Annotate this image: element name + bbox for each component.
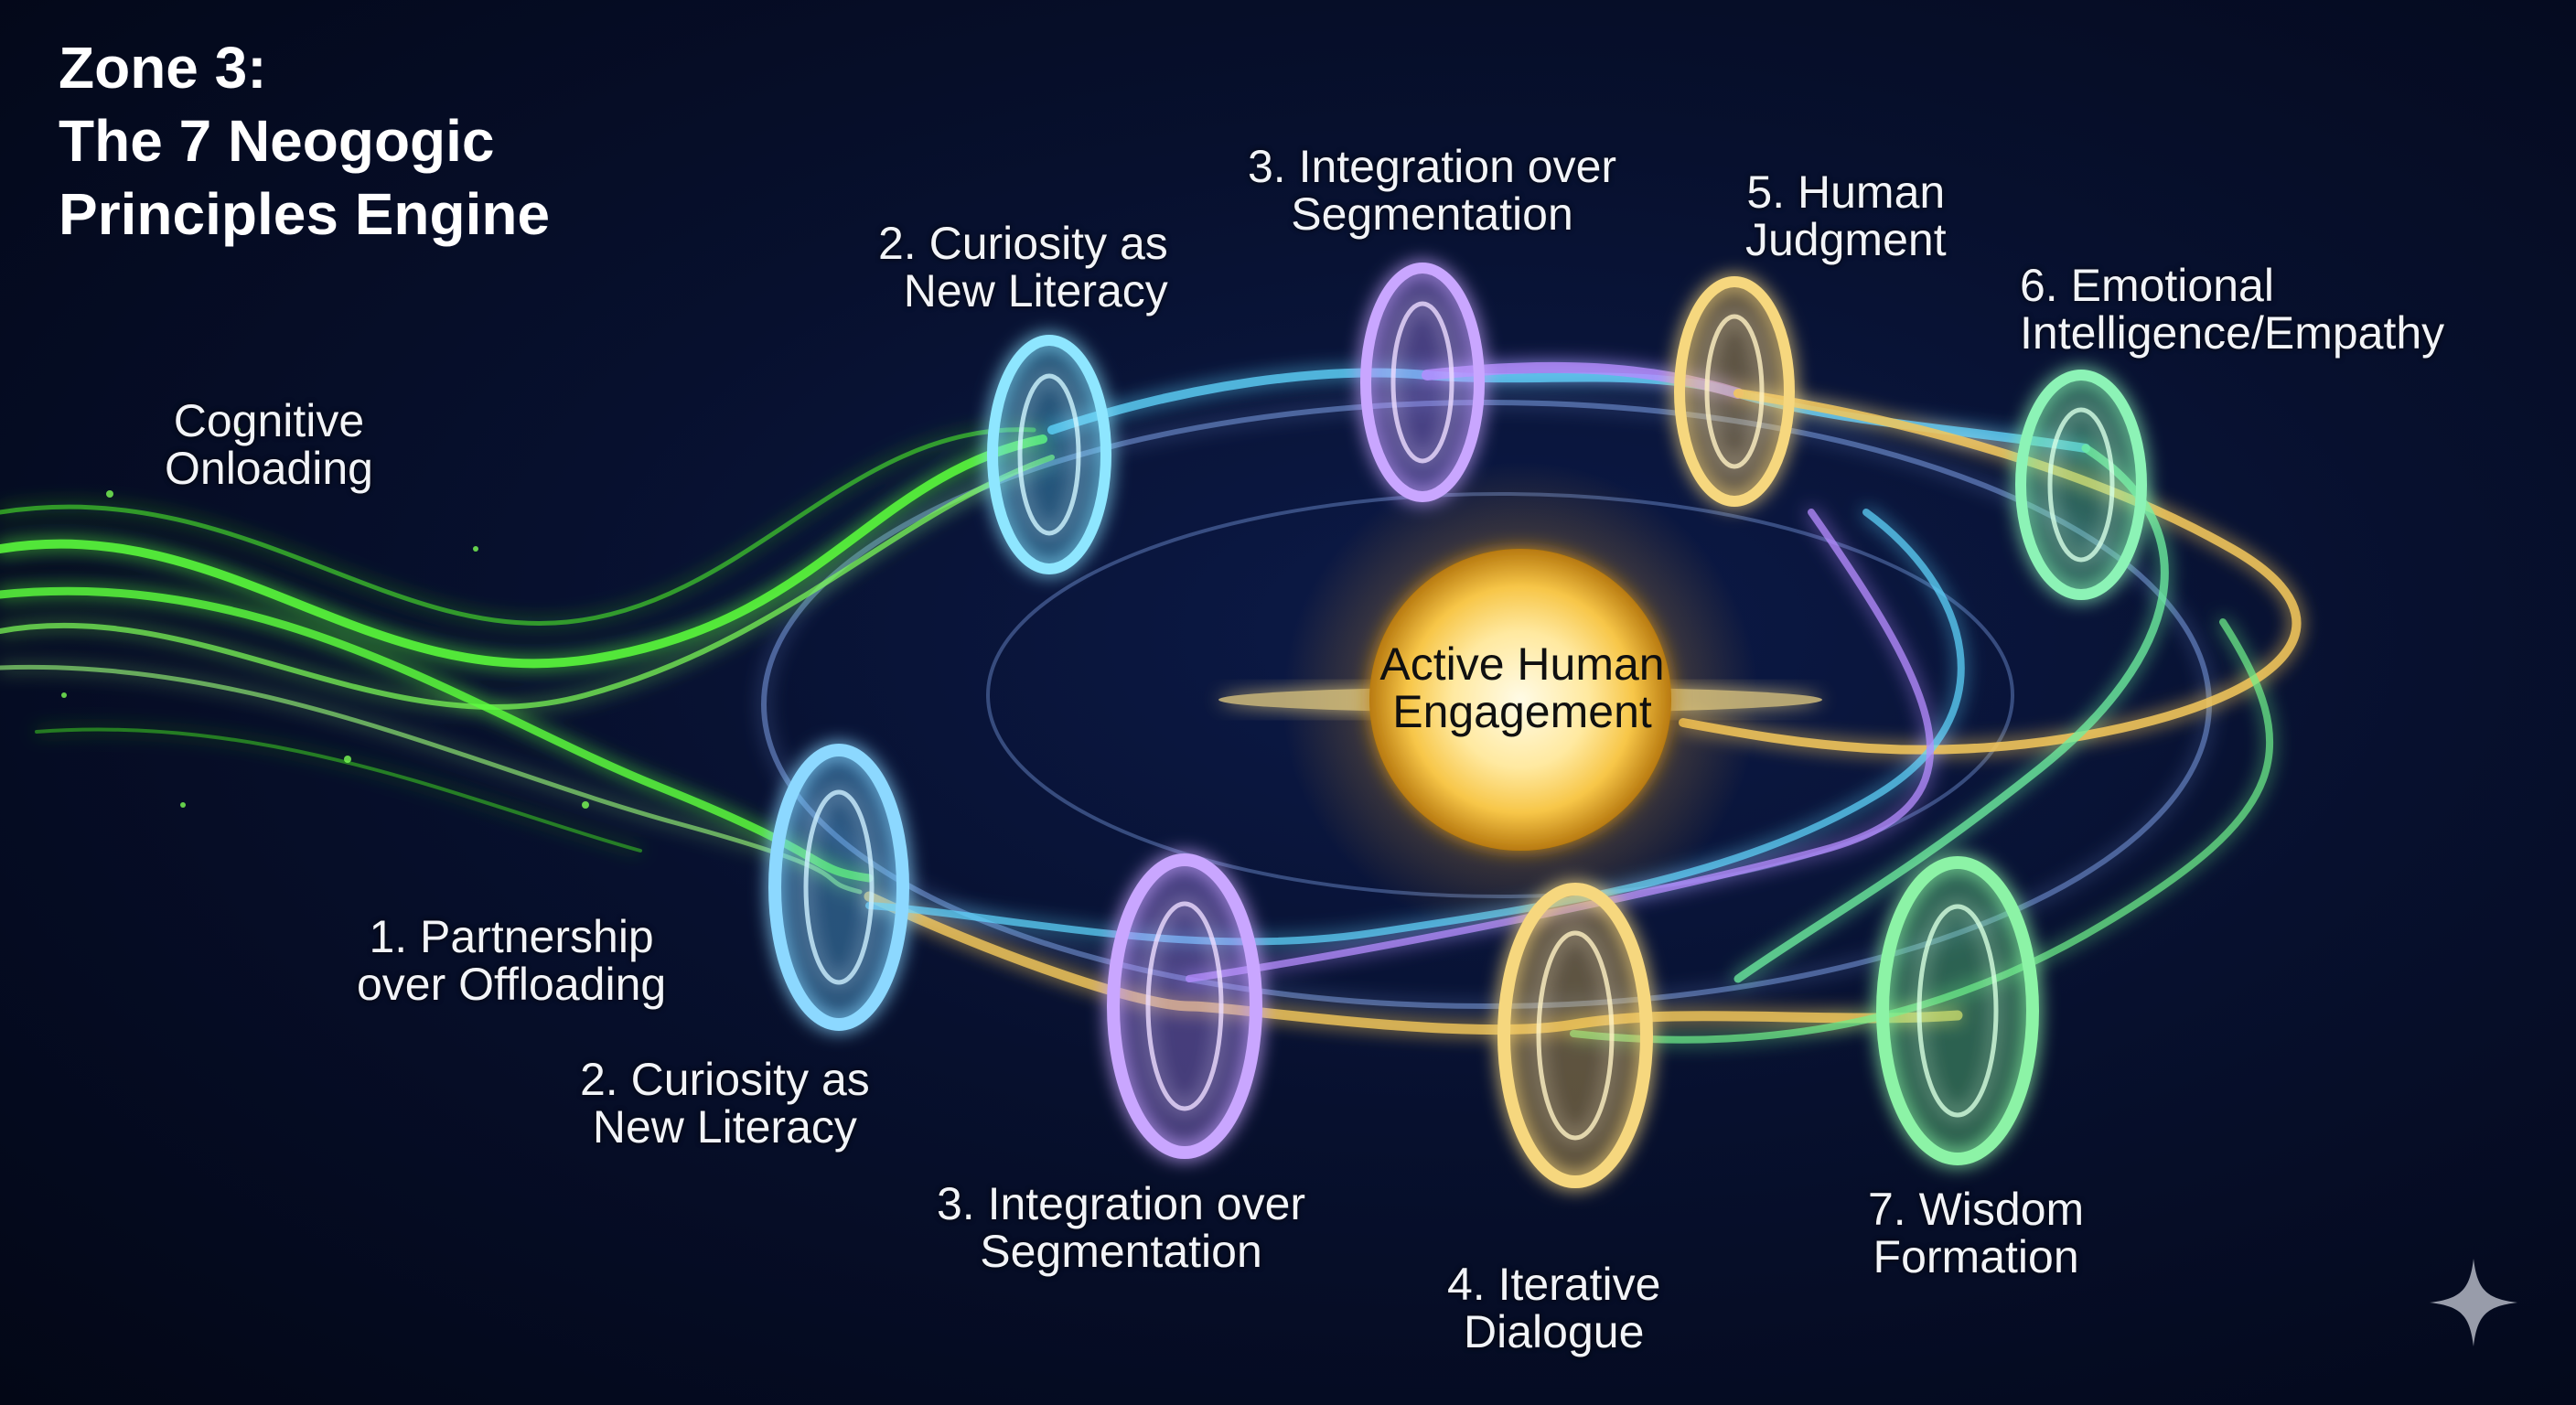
core-active-human-engagement (1218, 462, 1822, 938)
stream-strand (0, 455, 1055, 710)
ring-integration-lower (1107, 853, 1262, 1159)
label-line: 2. Curiosity as (580, 1054, 870, 1105)
label-line: over Offloading (357, 959, 667, 1010)
stream-strand (35, 727, 642, 853)
title-line: Zone 3: (59, 35, 267, 101)
label-integration-upper: 3. Integration over Segmentation (1248, 143, 1616, 238)
label-line: New Literacy (592, 1101, 857, 1153)
upper-rings (987, 263, 2147, 600)
label-line: Segmentation (980, 1226, 1262, 1277)
label-line: Formation (1873, 1231, 2079, 1282)
stream-strand (1679, 389, 2302, 755)
label-line: Intelligence/Empathy (2020, 307, 2445, 359)
label-integration-lower: 3. Integration over Segmentation (937, 1180, 1305, 1275)
ring-integration-upper (1360, 263, 1485, 502)
label-line: New Literacy (903, 265, 1168, 316)
label-partnership: 1. Partnership over Offloading (357, 913, 666, 1008)
particle (582, 801, 589, 809)
label-line: Dialogue (1464, 1306, 1645, 1357)
particle (180, 802, 186, 808)
label-line: Cognitive (173, 395, 365, 446)
particle (344, 756, 351, 763)
lower-rings (768, 744, 2039, 1188)
label-line: Segmentation (1291, 188, 1573, 240)
title-line: The 7 Neogogic (59, 108, 495, 174)
label-line: 5. Human (1746, 166, 1946, 218)
stream-strand (1570, 618, 2274, 1044)
label-emotional-intelligence: 6. Emotional Intelligence/Empathy (2020, 262, 2444, 357)
stream-strand (0, 434, 1047, 669)
label-line: 1. Partnership (369, 911, 654, 962)
particle (473, 546, 478, 552)
label-line: 3. Integration over (1248, 141, 1617, 192)
ring-human-judgment (1674, 276, 1795, 507)
label-line: 4. Iterative (1447, 1259, 1661, 1310)
label-curiosity-lower: 2. Curiosity as New Literacy (580, 1056, 870, 1151)
label-line: 6. Emotional (2020, 260, 2274, 311)
particle (61, 692, 67, 698)
title-line: Principles Engine (59, 181, 551, 247)
ring-curiosity-upper (987, 335, 1111, 574)
ring-partnership (768, 744, 909, 1031)
core-label: Active Human Engagement (1321, 640, 1723, 735)
label-cognitive-onloading: Cognitive Onloading (165, 397, 373, 492)
core-label-line: Active Human (1379, 638, 1665, 690)
label-human-judgment: 5. Human Judgment (1745, 168, 1947, 263)
sparkle-icon (2430, 1259, 2517, 1346)
core-label-line: Engagement (1392, 686, 1652, 737)
label-line: Onloading (165, 443, 373, 494)
particle (235, 427, 241, 433)
stream-strand (864, 891, 1963, 1035)
label-wisdom-formation: 7. Wisdom Formation (1868, 1185, 2084, 1281)
label-line: 3. Integration over (937, 1178, 1306, 1229)
page-title: Zone 3: The 7 Neogogic Principles Engine (59, 31, 550, 251)
label-line: Judgment (1745, 214, 1947, 265)
core-orb (1369, 549, 1671, 851)
green-particles (61, 427, 589, 809)
label-line: 7. Wisdom (1868, 1184, 2085, 1235)
ring-emotional-intelligence (2015, 370, 2147, 600)
label-curiosity-upper: 2. Curiosity as New Literacy (878, 220, 1168, 315)
ring-wisdom-formation (1876, 856, 2039, 1165)
label-iterative-dialogue: 4. Iterative Dialogue (1447, 1260, 1660, 1356)
ring-iterative-dialogue (1497, 883, 1653, 1188)
stream-strand (1733, 444, 2169, 983)
particle (106, 490, 113, 498)
label-line: 2. Curiosity as (878, 218, 1168, 269)
stream-strand (0, 427, 1036, 626)
stream-strand (1186, 509, 1935, 982)
principle-streams (864, 361, 2302, 1044)
